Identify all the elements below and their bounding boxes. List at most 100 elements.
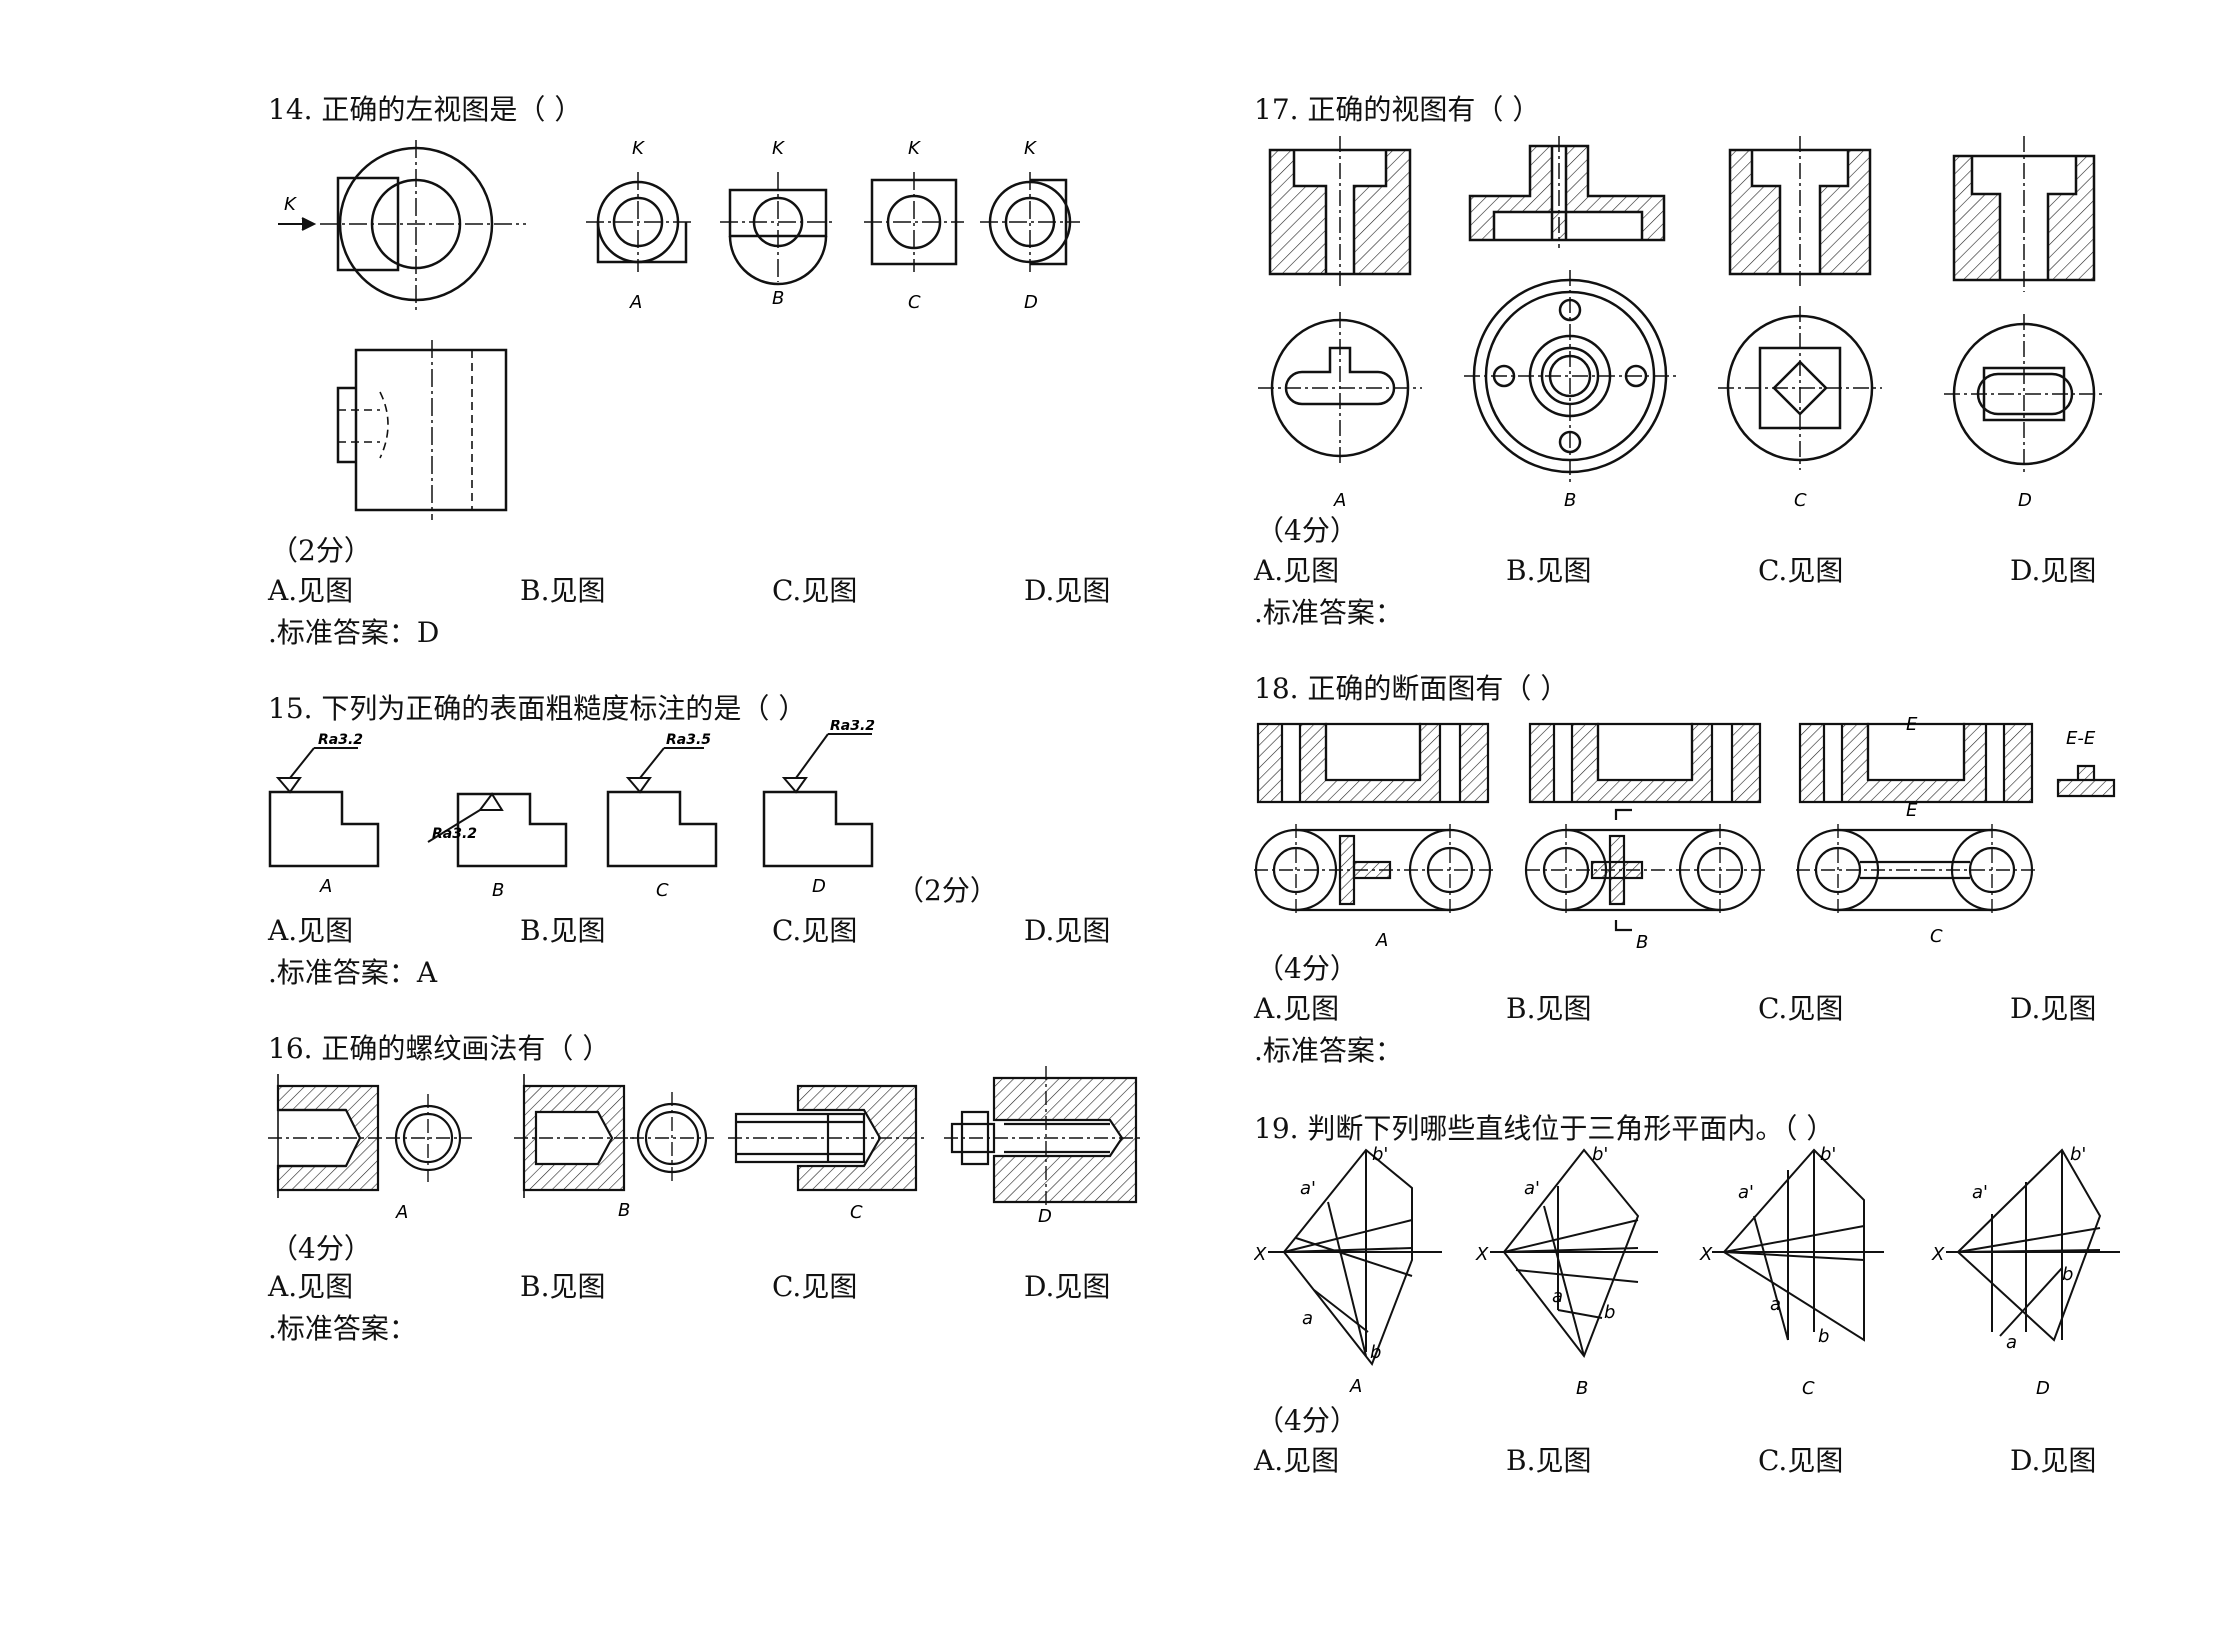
question-title: 14. 正确的左视图是（ ） <box>268 93 583 126</box>
label-k: K <box>632 138 645 159</box>
question-title: 15. 下列为正确的表面粗糙度标注的是（ ） <box>268 692 807 725</box>
label-b-lower: b <box>1604 1302 1615 1323</box>
label-x: X <box>1931 1244 1945 1265</box>
option-a[interactable]: A.见图 <box>1254 554 1340 587</box>
label-e: E <box>1906 716 1918 735</box>
label-b: B <box>772 288 784 309</box>
option-c[interactable]: C.见图 <box>772 574 858 607</box>
label-fig-d: D <box>2036 1378 2050 1399</box>
label-fig-c: C <box>1802 1378 1815 1399</box>
label-d: D <box>1024 292 1038 313</box>
figure-surface-roughness: Ra3.2 Ra3.2 Ra3.5 Ra3.2 A B C D <box>268 720 875 901</box>
option-b[interactable]: B.见图 <box>1506 554 1592 587</box>
label-k-arrow: K <box>284 194 297 215</box>
label-b: B <box>1636 932 1648 953</box>
option-b[interactable]: B.见图 <box>1506 992 1592 1025</box>
label-b-prime: b' <box>1372 1144 1388 1165</box>
option-c[interactable]: C.见图 <box>772 1270 858 1303</box>
label-b: B <box>618 1200 630 1221</box>
option-d[interactable]: D.见图 <box>1024 574 1111 607</box>
label-b-lower: b <box>1370 1342 1381 1363</box>
label-x: X <box>1254 1244 1267 1265</box>
figure-thread-drawing: A B C D <box>268 1066 1144 1227</box>
standard-answer: .标准答案：D <box>268 616 440 649</box>
question-score: （4分） <box>1256 514 1358 547</box>
option-b[interactable]: B.见图 <box>520 914 606 947</box>
standard-answer: .标准答案：A <box>268 956 438 989</box>
label-c: C <box>1794 490 1807 511</box>
label-a-lower: a <box>1552 1286 1563 1307</box>
question-score: （4分） <box>1256 952 1358 985</box>
label-a-prime: a' <box>1300 1178 1316 1199</box>
label-k: K <box>772 138 785 159</box>
question-title: 17. 正确的视图有（ ） <box>1254 93 1541 126</box>
option-c[interactable]: C.见图 <box>1758 554 1844 587</box>
option-c[interactable]: C.见图 <box>1758 992 1844 1025</box>
label-c: C <box>656 880 669 901</box>
label-a-lower: a <box>2006 1332 2017 1353</box>
option-a[interactable]: A.见图 <box>268 1270 354 1303</box>
label-b-lower: b <box>1818 1326 1829 1347</box>
label-a-prime: a' <box>1972 1182 1988 1203</box>
question-title: 18. 正确的断面图有（ ） <box>1254 672 1569 705</box>
option-d[interactable]: D.见图 <box>2010 1444 2097 1477</box>
label-ra: Ra3.2 <box>432 826 477 842</box>
label-a: A <box>395 1202 408 1223</box>
label-ra: Ra3.2 <box>318 732 363 748</box>
options-row: A.见图 B.见图 C.见图 D.见图 <box>1254 1444 2232 1478</box>
question-score: （4分） <box>1256 1404 1358 1437</box>
question-score: （4分） <box>270 1232 372 1265</box>
options-row: A.见图 B.见图 C.见图 D.见图 <box>268 574 1273 608</box>
label-e: E <box>1906 800 1918 821</box>
label-b-prime: b' <box>2070 1144 2086 1165</box>
options-row: A.见图 B.见图 C.见图 D.见图 <box>268 914 1273 948</box>
option-c[interactable]: C.见图 <box>772 914 858 947</box>
option-d[interactable]: D.见图 <box>1024 914 1111 947</box>
figure-sections: E E E-E A B C <box>1254 716 2116 953</box>
option-a[interactable]: A.见图 <box>268 914 354 947</box>
option-c[interactable]: C.见图 <box>1758 1444 1844 1477</box>
label-x: X <box>1699 1244 1713 1265</box>
label-fig-b: B <box>1576 1378 1588 1399</box>
label-fig-a: A <box>1349 1376 1362 1397</box>
label-c: C <box>850 1202 863 1223</box>
label-a: A <box>1333 490 1346 511</box>
question-title: 19. 判断下列哪些直线位于三角形平面内。（ ） <box>1254 1112 1835 1145</box>
figure-lines-in-plane: X a' b' a b A X a' b' a b B X a' b' a b … <box>1254 1144 2120 1399</box>
label-x: X <box>1475 1244 1489 1265</box>
label-section-ee: E-E <box>2066 728 2096 749</box>
label-d: D <box>2018 490 2032 511</box>
standard-answer: .标准答案： <box>268 1312 417 1345</box>
option-d[interactable]: D.见图 <box>2010 554 2097 587</box>
label-a-prime: a' <box>1738 1182 1754 1203</box>
options-row: A.见图 B.见图 C.见图 D.见图 <box>268 1270 1273 1304</box>
label-c: C <box>1930 926 1943 947</box>
label-a: A <box>629 292 642 313</box>
question-score: （2分） <box>270 534 372 567</box>
label-k: K <box>908 138 921 159</box>
label-a-prime: a' <box>1524 1178 1540 1199</box>
standard-answer: .标准答案： <box>1254 596 1403 629</box>
options-row: A.见图 B.见图 C.见图 D.见图 <box>1254 992 2232 1026</box>
label-a-lower: a <box>1302 1308 1313 1329</box>
label-k: K <box>1024 138 1037 159</box>
option-b[interactable]: B.见图 <box>520 574 606 607</box>
figure-left-view: K K K K K A B C D <box>278 138 1080 520</box>
label-ra: Ra3.2 <box>830 720 875 734</box>
question-score: （2分） <box>896 874 998 907</box>
option-b[interactable]: B.见图 <box>520 1270 606 1303</box>
option-d[interactable]: D.见图 <box>2010 992 2097 1025</box>
option-a[interactable]: A.见图 <box>1254 1444 1340 1477</box>
label-a-lower: a <box>1770 1294 1781 1315</box>
label-c: C <box>908 292 921 313</box>
option-a[interactable]: A.见图 <box>268 574 354 607</box>
standard-answer: .标准答案： <box>1254 1034 1403 1067</box>
figure-correct-views: A B C D <box>1258 136 2106 511</box>
option-a[interactable]: A.见图 <box>1254 992 1340 1025</box>
option-d[interactable]: D.见图 <box>1024 1270 1111 1303</box>
option-b[interactable]: B.见图 <box>1506 1444 1592 1477</box>
label-b: B <box>1564 490 1576 511</box>
label-a: A <box>1375 930 1388 951</box>
options-row: A.见图 B.见图 C.见图 D.见图 <box>1254 554 2232 588</box>
label-ra: Ra3.5 <box>666 732 711 748</box>
